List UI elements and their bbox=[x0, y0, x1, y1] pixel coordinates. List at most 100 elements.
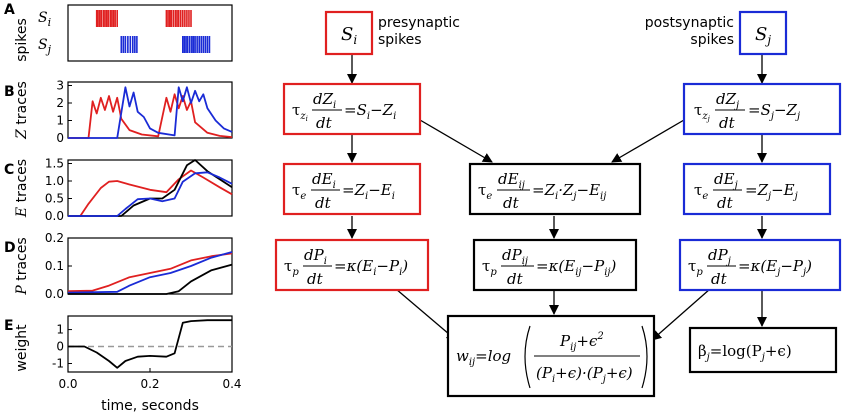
box-pj: τp dPj dt =κ(Ej−Pj) bbox=[678, 238, 842, 292]
panel-a: A spikes Si Sj bbox=[4, 2, 233, 62]
panel-e-xticks: 0.0 0.2 0.4 bbox=[58, 368, 242, 391]
box-eij: τe dEij dt =Zi·Zj−Eij bbox=[468, 162, 642, 216]
svg-text:τzj: τzj bbox=[694, 101, 711, 123]
panel-b-yticks: 0 1 2 3 bbox=[56, 79, 72, 145]
box-ei: τe dEi dt =Zi−Ei bbox=[282, 162, 422, 216]
arrow-pj-w bbox=[651, 288, 711, 341]
ytick-label-1: 0 bbox=[56, 340, 64, 354]
box-zi: τzi dZi dt =Si−Zi bbox=[282, 82, 422, 136]
svg-text:dt: dt bbox=[507, 270, 524, 288]
svg-text:τe: τe bbox=[292, 181, 306, 202]
arrow-zj-eij bbox=[611, 119, 685, 163]
panel-c-frame bbox=[67, 159, 233, 217]
svg-text:τzi: τzi bbox=[292, 101, 308, 123]
panel-b-ylabel: Z traces bbox=[14, 81, 30, 140]
ytick-label-0: 0 bbox=[56, 131, 64, 145]
svg-text:τp: τp bbox=[688, 257, 703, 278]
panel-letter-b: B bbox=[4, 84, 15, 100]
svg-text:=κ(Ej−Pj): =κ(Ej−Pj) bbox=[738, 257, 812, 278]
panel-d-yticks: 0.0 0.1 0.2 bbox=[45, 231, 72, 301]
svg-text:τe: τe bbox=[694, 181, 708, 202]
series-zi bbox=[68, 93, 233, 139]
panel-c-yticks: 0.0 0.5 1.0 1.5 bbox=[45, 157, 72, 223]
panel-b: B Z traces 0 1 2 3 bbox=[4, 79, 233, 145]
ytick-label-2: 0.2 bbox=[45, 231, 64, 245]
ytick-label-1: 0.1 bbox=[45, 259, 64, 273]
box-ej: τe dEj dt =Zj−Ej bbox=[682, 162, 832, 216]
svg-text:dt: dt bbox=[307, 270, 324, 288]
ytick-label-3: 3 bbox=[56, 79, 64, 93]
svg-text:βj=log(Pj+ϵ): βj=log(Pj+ϵ) bbox=[698, 342, 792, 363]
xtick-label-0: 0.0 bbox=[58, 377, 77, 391]
ytick-label-0: -1 bbox=[52, 357, 64, 371]
svg-text:dt: dt bbox=[503, 194, 520, 212]
series-pi bbox=[67, 252, 233, 293]
sj-label: Sj bbox=[755, 24, 771, 47]
row-label-sj: Sj bbox=[38, 37, 52, 56]
svg-text:dZj: dZj bbox=[716, 90, 739, 111]
svg-text:τe: τe bbox=[478, 181, 492, 202]
ytick-label-2: 2 bbox=[56, 96, 64, 110]
panel-letter-d: D bbox=[4, 240, 16, 256]
panel-letter-e: E bbox=[4, 318, 14, 334]
ytick-label-0: 0.0 bbox=[45, 209, 64, 223]
panel-e-frame bbox=[67, 315, 233, 373]
raster-marks bbox=[95, 10, 211, 53]
arrow-pi-w bbox=[395, 288, 457, 341]
svg-text:dt: dt bbox=[719, 114, 736, 132]
svg-text:τp: τp bbox=[482, 257, 497, 278]
panel-e-ylabel: weight bbox=[14, 324, 30, 372]
svg-text:dt: dt bbox=[717, 194, 734, 212]
box-zj: τzj dZj dt =Sj−Zj bbox=[682, 82, 842, 136]
ytick-label-0: 0.0 bbox=[45, 287, 64, 301]
svg-text:=Sj−Zj: =Sj−Zj bbox=[748, 101, 800, 122]
ytick-label-2: 1.0 bbox=[45, 174, 64, 188]
x-axis-label: time, seconds bbox=[101, 398, 199, 414]
panel-d-frame bbox=[67, 237, 233, 295]
ytick-label-3: 1.5 bbox=[45, 157, 64, 171]
panel-d: D P traces 0.0 0.1 0.2 bbox=[4, 231, 233, 301]
paren-left bbox=[524, 325, 531, 389]
svg-text:=Zi·Zj−Eij: =Zi·Zj−Eij bbox=[532, 181, 606, 202]
svg-text:=Zi−Ei: =Zi−Ei bbox=[342, 181, 395, 202]
ytick-label-1: 0.5 bbox=[45, 192, 64, 206]
svg-text:dZi: dZi bbox=[313, 90, 336, 111]
panel-b-series bbox=[68, 86, 233, 139]
xtick-label-1: 0.2 bbox=[140, 377, 159, 391]
xtick-label-2: 0.4 bbox=[222, 377, 241, 391]
svg-text:dt: dt bbox=[315, 194, 332, 212]
panel-e-series bbox=[68, 319, 232, 369]
row-label-si: Si bbox=[38, 10, 51, 29]
panel-d-series bbox=[67, 251, 233, 295]
box-pi: τp dPi dt =κ(Ei−Pi) bbox=[274, 238, 430, 292]
svg-text:dEij: dEij bbox=[498, 170, 525, 191]
series-ei bbox=[68, 169, 233, 217]
svg-text:=κ(Ei−Pi): =κ(Ei−Pi) bbox=[334, 257, 408, 278]
svg-text:dPj: dPj bbox=[708, 246, 731, 267]
ytick-label-1: 1 bbox=[56, 114, 64, 128]
arrow-zi-eij bbox=[419, 119, 493, 163]
series-pij bbox=[68, 263, 233, 295]
svg-text:dEi: dEi bbox=[312, 170, 336, 191]
svg-text:dt: dt bbox=[316, 114, 333, 132]
panel-letter-a: A bbox=[4, 2, 15, 18]
svg-text:τp: τp bbox=[284, 257, 299, 278]
box-weight: wij=log Pij+ϵ2 (Pi+ϵ)·(Pj+ϵ) bbox=[446, 314, 656, 398]
panel-c-ylabel: E traces bbox=[14, 159, 30, 218]
svg-text:dt: dt bbox=[711, 270, 728, 288]
panel-a-frame bbox=[67, 4, 233, 62]
svg-text:dEj: dEj bbox=[714, 170, 738, 191]
svg-text:=Si−Zi: =Si−Zi bbox=[344, 101, 396, 122]
panel-c: C E traces 0.0 0.5 1.0 1.5 bbox=[4, 157, 233, 223]
svg-text:dPi: dPi bbox=[304, 246, 327, 267]
panel-letter-c: C bbox=[4, 162, 14, 178]
svg-text:Pij+ϵ2: Pij+ϵ2 bbox=[559, 331, 604, 353]
panel-d-ylabel: P traces bbox=[14, 237, 30, 295]
svg-text:dPij: dPij bbox=[502, 246, 528, 267]
series-pj bbox=[67, 251, 233, 294]
